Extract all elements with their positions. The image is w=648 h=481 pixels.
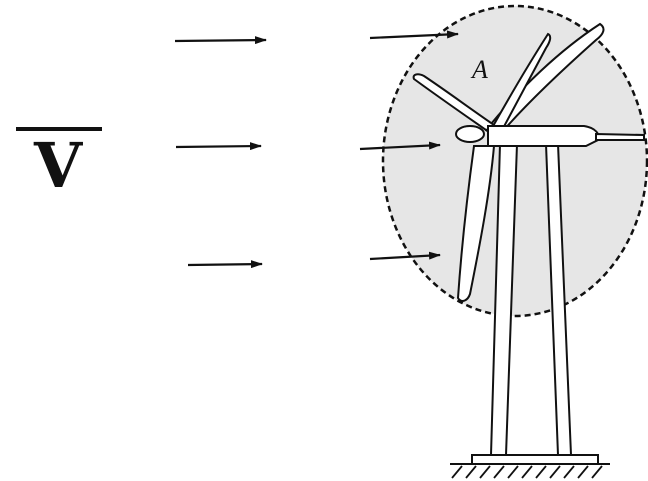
wind-arrow-upper xyxy=(174,36,267,45)
turbine-nacelle xyxy=(487,125,600,147)
rotor-arrow-upper xyxy=(369,30,459,40)
wind-arrow-lower xyxy=(187,260,263,269)
blade-upper-left xyxy=(412,73,500,132)
turbine-base xyxy=(471,454,599,465)
velocity-label: V xyxy=(33,129,83,202)
ground-hatching xyxy=(451,465,603,479)
rotor-arrows xyxy=(359,30,459,261)
rotor-arrow-middle xyxy=(359,141,441,151)
blade-lower xyxy=(456,145,496,302)
turbine-tail xyxy=(595,132,645,141)
wind-turbine xyxy=(412,22,645,465)
blade-upper-inner xyxy=(490,32,552,136)
free-stream-arrows xyxy=(174,36,267,269)
velocity-symbol: V xyxy=(16,127,102,202)
turbine-hub xyxy=(455,125,485,143)
area-label: A xyxy=(470,55,488,84)
rotor-arrow-lower xyxy=(369,251,441,261)
wind-arrow-middle xyxy=(175,142,262,151)
blade-upper-right xyxy=(484,22,605,140)
